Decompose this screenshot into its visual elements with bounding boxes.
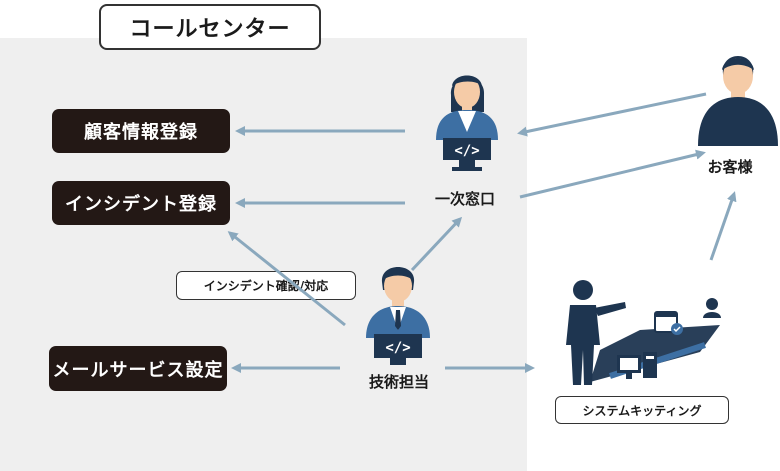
- mail-service-settings-box: メールサービス設定: [49, 346, 227, 391]
- flow-arrows: [227, 92, 737, 373]
- customer-info-register-box: 顧客情報登録: [52, 109, 230, 153]
- first-line-label: 一次窓口: [434, 190, 495, 208]
- customer-label: お客様: [707, 158, 753, 176]
- svg-text:</>: </>: [385, 340, 410, 356]
- call-center-title: コールセンター: [99, 4, 321, 50]
- system-kitting-illustration: [566, 280, 721, 385]
- arrow-tech-to-incident: [227, 231, 346, 327]
- tech-staff-icon: </>: [366, 267, 430, 365]
- tech-staff-label: 技術担当: [368, 373, 429, 391]
- presenter-head: [573, 280, 593, 300]
- pc-tower-icon: [643, 352, 657, 378]
- incident-register-box: インシデント登録: [52, 181, 230, 225]
- first-line-operator-icon: </>: [436, 75, 498, 171]
- system-kitting-tag: システムキッティング: [555, 396, 729, 424]
- customer-icon: [698, 56, 778, 146]
- incident-check-tag: インシデント確認/対応: [176, 271, 356, 300]
- arrow-first-line-to-customer: [519, 149, 706, 199]
- headset-person-icon: [706, 298, 718, 310]
- arrow-tech-to-first-line: [410, 216, 463, 272]
- arrow-customer-to-first-line: [517, 92, 707, 137]
- arrow-kitting-to-customer: [709, 191, 737, 261]
- svg-text:</>: </>: [454, 143, 479, 159]
